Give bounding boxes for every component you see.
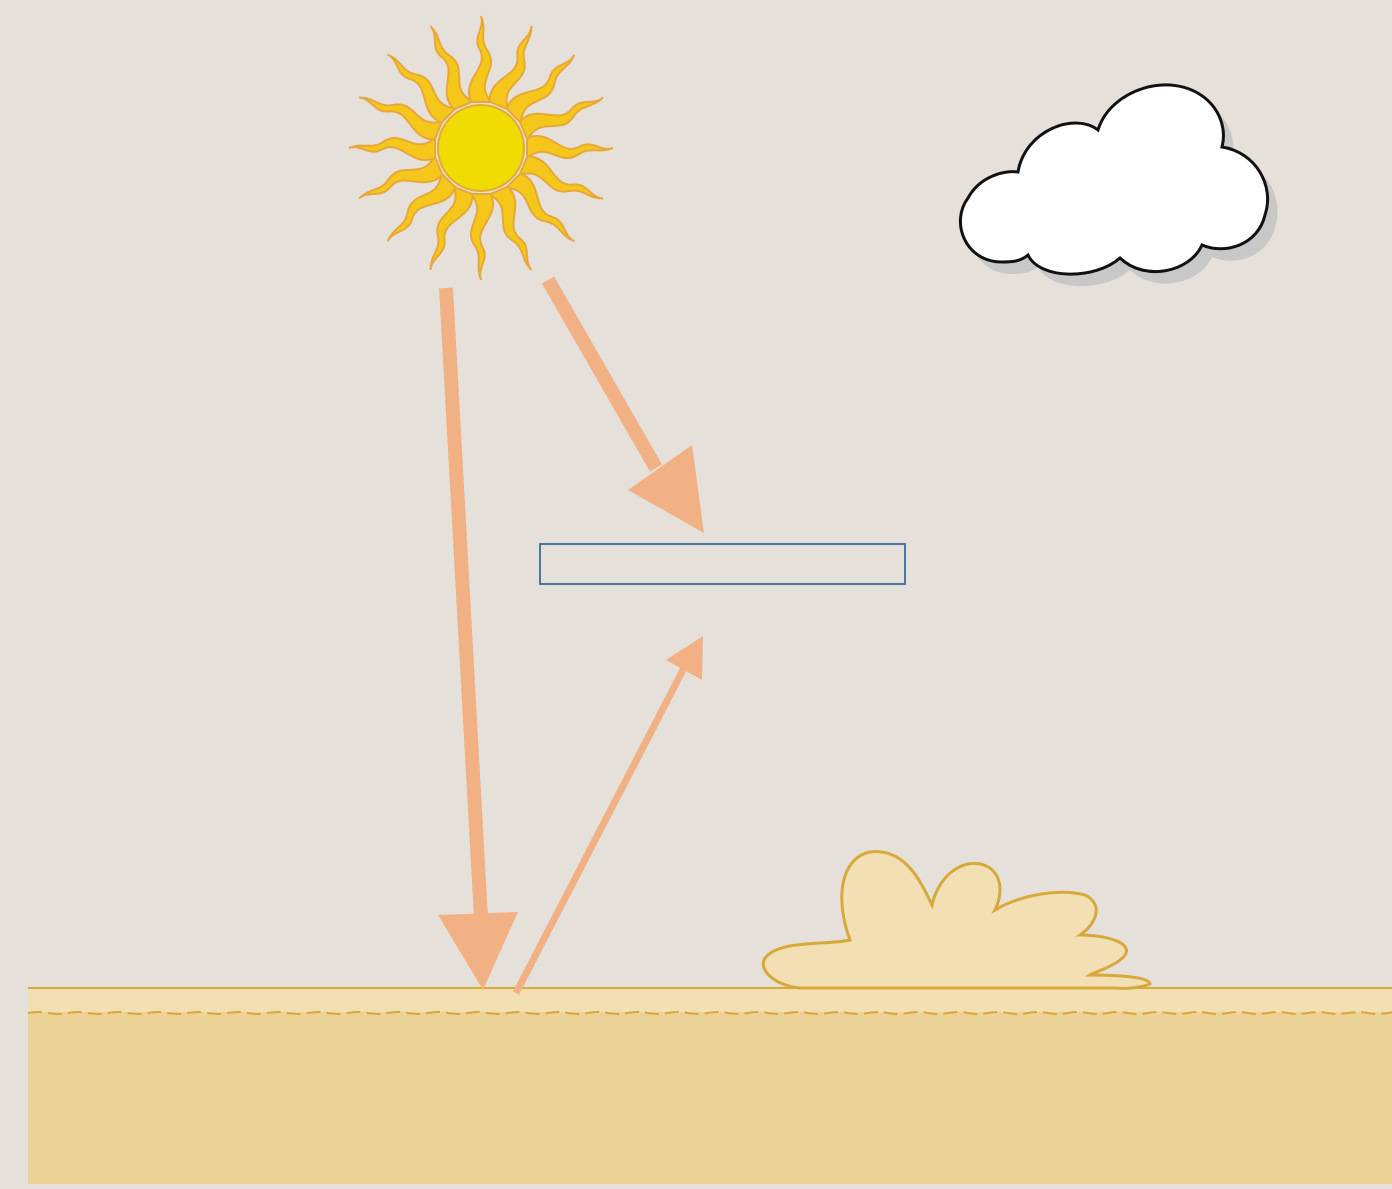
sun-ray <box>504 172 575 243</box>
sun-ray <box>517 155 604 200</box>
sun-ray <box>487 185 533 271</box>
sun-ray <box>429 184 474 271</box>
sun-ray <box>468 193 494 281</box>
sun-ray <box>488 25 533 112</box>
sun-ray <box>429 25 475 111</box>
sun-ray <box>505 54 576 125</box>
sun-ray <box>468 15 494 103</box>
reflected-beam-arrow <box>512 636 703 995</box>
sun-ray <box>358 96 445 141</box>
sun-ray <box>386 171 457 242</box>
direct-beam-arrow <box>438 287 518 990</box>
cloud-icon <box>958 83 1278 287</box>
sun-ray <box>518 96 604 142</box>
sun-ray <box>348 135 436 161</box>
sun-ray <box>526 135 614 161</box>
dust-cloud-icon <box>761 850 1152 990</box>
sun-icon <box>348 15 614 281</box>
ground-wavy-line <box>27 1011 1392 1015</box>
sun-ray <box>387 53 458 124</box>
ground <box>27 987 1392 1184</box>
sun-ray <box>358 154 444 200</box>
beam-to-panel-arrow <box>541 276 704 533</box>
panel-box <box>539 543 906 585</box>
